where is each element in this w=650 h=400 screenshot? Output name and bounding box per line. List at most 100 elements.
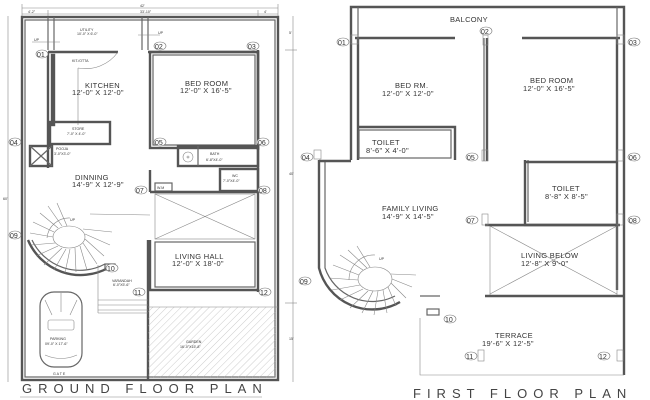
living-below-label: LIVING BELOW [521,251,579,260]
dim-right-top: 5' [289,31,292,35]
bedroom-ff-size: 12'-0" X 16'-5" [523,84,575,93]
svg-text:12: 12 [260,290,268,297]
bath-size: 6'-8"X4'-0" [206,158,223,162]
svg-text:12: 12 [599,354,607,361]
pooja-box [28,144,54,168]
svg-text:02: 02 [481,29,489,36]
utility-up-label-left: UP [34,38,40,42]
varandah-size: 6'-0"X5'-6" [113,283,130,287]
wm-label: W.M [157,186,164,190]
plot-boundary [20,15,280,382]
toilet2-label: TOILET [552,184,580,193]
ground-floor-plan: 42' 4'-2" 33'-10" 4' 60' 5' 40' 15' [3,4,297,398]
living-hall-walls [148,240,258,292]
family-living-size: 14'-9" X 14'-5" [382,212,434,221]
store-label: STORE [72,127,85,131]
svg-text:04: 04 [302,155,310,162]
dim-left-offset: 4'-2" [28,10,36,14]
svg-text:11: 11 [134,290,141,297]
svg-text:06: 06 [629,155,637,162]
first-floor-title: FIRST FLOOR PLAN [413,386,632,400]
dinning-size: 14'-9" X 12'-9" [72,180,124,189]
svg-text:05: 05 [155,140,163,147]
bed-rm-label: BED RM. [395,81,428,90]
toilet1-size: 8'-6" X 4'-0" [366,146,409,155]
car-icon [39,291,83,368]
varandah-label: VARANDAH [112,279,132,283]
svg-text:06: 06 [258,140,266,147]
svg-text:10: 10 [107,266,115,273]
wc-label: WC [232,174,238,178]
pooja-size: 3'-0"X3'-0" [54,152,71,156]
terrace-outline [419,318,624,376]
bedroom-label: BED ROOM [185,79,228,88]
utility-size: 10'-0" X 6'-0" [77,32,98,36]
svg-text:11: 11 [466,354,473,361]
dimension-lines: 42' 4'-2" 33'-10" 4' 60' 5' 40' 15' [3,4,297,382]
kitchen-size: 12'-0" X 12'-0" [72,88,124,97]
double-height-void [154,193,256,240]
family-living-label: FAMILY LIVING [382,204,439,213]
ground-column-tags: 01 02 03 04 05 06 07 08 09 10 11 12 [8,41,272,297]
ground-floor-title: GROUND FLOOR PLAN [22,381,268,396]
svg-text:07: 07 [136,188,144,195]
balcony-walls [349,5,626,38]
terrace-size: 19'-6" X 12'-5" [482,339,534,348]
balcony-label: BALCONY [450,15,488,24]
toilet1-label: TOILET [372,138,400,147]
column-box-ff [426,308,440,316]
utility-up-label-right: UP [158,31,164,35]
garden-size: 16'-0"X15'-8" [180,345,201,349]
dim-right-offset: 4' [264,10,267,14]
garden-label: GARDEN [186,340,202,344]
bedroom-size: 12'-0" X 16'-5" [180,86,232,95]
dinning-label: DINNING [75,173,109,182]
svg-text:07: 07 [467,218,475,225]
svg-text:03: 03 [248,44,256,51]
dim-mid-width: 33'-10" [140,10,152,14]
svg-text:01: 01 [338,40,346,47]
kitchen-otta-label: KIT./OTTA [72,59,89,63]
dim-right-bottom: 15' [289,337,294,341]
kitchen-label: KITCHEN [85,81,120,90]
dim-overall-depth: 60' [3,197,8,201]
stair-up-label: UP [70,218,76,222]
living-hall-label: LIVING HALL [175,252,224,261]
bath-label: BATH [210,152,220,156]
pooja-label: POOJA [56,147,69,151]
garden-hatch [148,307,276,378]
first-floor-plan: UP BALCONY BED RM. 12'-0" X 12'-0" BED R… [298,5,641,400]
terrace-label: TERRACE [495,331,533,340]
spiral-staircase-first: UP [328,245,417,316]
living-below-size: 12'-8" X 9'-0" [521,259,568,268]
svg-text:05: 05 [467,155,475,162]
svg-text:01: 01 [37,52,45,59]
svg-text:09: 09 [300,279,308,286]
toilet1-walls [358,125,457,160]
store-size: 7'-0" X 4'-0" [67,132,86,136]
parking-size: 09'-0" X 17'-6" [45,342,68,346]
bedroom-walls [148,50,260,150]
bed-rm-size: 12'-0" X 12'-0" [382,89,434,98]
first-column-tags: 01 02 03 04 05 06 07 08 09 10 11 12 [298,26,641,362]
bedroom-ff-label: BED ROOM [530,76,573,85]
svg-text:10: 10 [445,317,453,324]
svg-text:04: 04 [10,140,18,147]
dim-right-mid: 40' [289,172,294,176]
living-hall-size: 12'-0" X 18'-0" [172,259,224,268]
spiral-staircase-ground: UP [26,202,151,277]
family-living-outer-wall [317,160,401,311]
stair-up-label-ff: UP [379,257,385,261]
svg-text:03: 03 [629,40,637,47]
gate-label: G A T E [53,372,66,376]
svg-text:08: 08 [259,188,267,195]
toilet2-size: 8'-8" X 8'-5" [545,192,588,201]
dim-overall-width: 42' [140,4,145,8]
store-walls [48,120,112,146]
svg-text:09: 09 [10,233,18,240]
svg-text:08: 08 [629,218,637,225]
utility-label: UTILITY [80,28,94,32]
wc-size: 7'-0"X4'-0" [223,179,240,183]
svg-text:02: 02 [155,44,163,51]
